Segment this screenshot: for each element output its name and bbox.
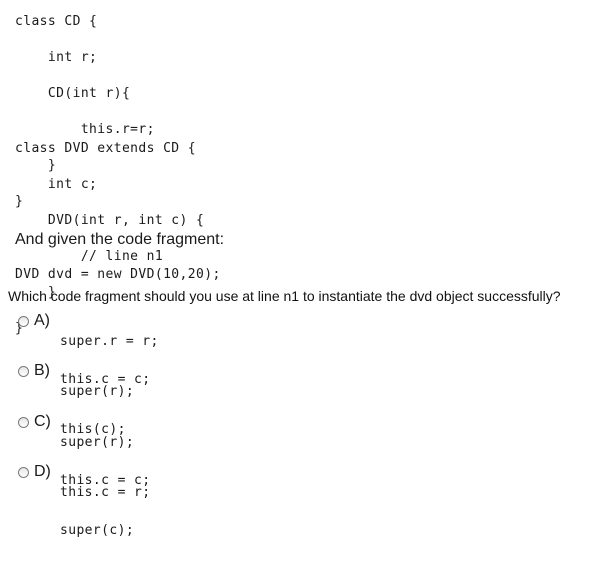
radio-button-icon[interactable] [18, 467, 29, 478]
option-code-line: super(c); [60, 523, 135, 538]
code-line: class CD { [15, 14, 98, 29]
radio-button-icon[interactable] [18, 417, 29, 428]
option-code-line: super.r = r; [60, 334, 159, 349]
code-line: } [15, 158, 57, 173]
option-code-line: this.c = c; [60, 372, 151, 387]
option-letter: B) [34, 362, 50, 379]
option-code-line: this.c = r; [60, 485, 151, 500]
option-letter: A) [34, 312, 50, 329]
option-code: super.r = r; this.c = c; [60, 313, 159, 427]
option-code: super(r); this(c); [60, 363, 134, 477]
option-code-line: super(r); [60, 435, 135, 450]
radio-button-icon[interactable] [18, 316, 29, 327]
code-block-cd: class CD { int r; CD(int r){ this.r=r; }… [15, 0, 155, 229]
option-a[interactable]: A) super.r = r; this.c = c; [14, 312, 314, 387]
option-c[interactable]: C) super(r); this.c = c; [14, 413, 314, 488]
code-line: } [15, 285, 57, 300]
code-line: } [15, 321, 24, 336]
option-letter: D) [34, 463, 51, 480]
option-code-line: this.c = c; [60, 473, 151, 488]
option-code: super(r); this.c = c; [60, 414, 151, 528]
code-line: class DVD extends CD { [15, 141, 196, 156]
question-text: Which code fragment should you use at li… [8, 288, 561, 304]
code-line: // line n1 [15, 249, 164, 264]
intro-text: And given the code fragment: [15, 231, 225, 248]
option-letter: C) [34, 413, 51, 430]
option-b[interactable]: B) super(r); this(c); [14, 362, 314, 437]
code-line: CD(int r){ [15, 86, 131, 101]
option-d[interactable]: D) this.c = r; super(c); [14, 463, 314, 538]
code-fragment: DVD dvd = new DVD(10,20); [15, 267, 221, 282]
radio-button-icon[interactable] [18, 366, 29, 377]
code-block-dvd: class DVD extends CD { int c; DVD(int r,… [15, 122, 204, 356]
code-line: this.r=r; [15, 122, 155, 137]
option-code: this.c = r; super(c); [60, 464, 151, 578]
option-code-line: super(r); [60, 384, 135, 399]
option-code-line: this(c); [60, 422, 126, 437]
code-line: } [15, 194, 24, 209]
code-line: DVD(int r, int c) { [15, 213, 205, 228]
code-line: int c; [15, 177, 98, 192]
code-line: int r; [15, 50, 98, 65]
